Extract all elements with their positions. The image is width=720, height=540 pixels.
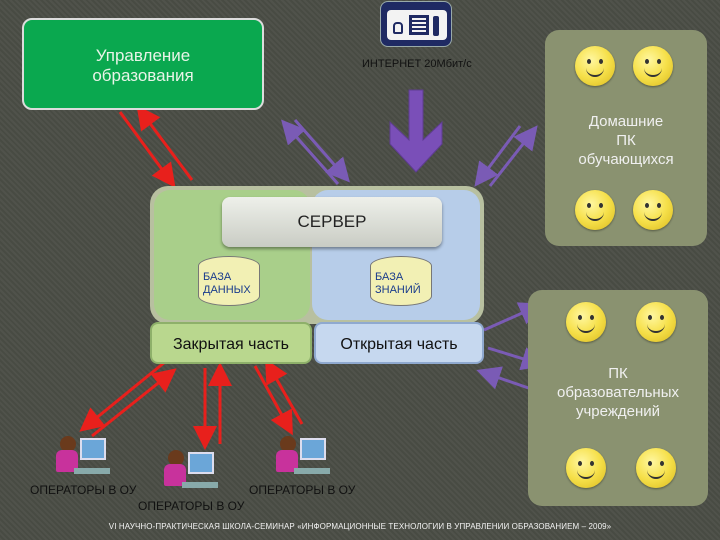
- operators-left-label: ОПЕРАТОРЫ В ОУ: [30, 483, 137, 497]
- database-line2: ДАННЫХ: [203, 284, 251, 296]
- footer-caption: VI НАУЧНО-ПРАКТИЧЕСКАЯ ШКОЛА-СЕМИНАР «ИН…: [108, 522, 612, 531]
- operators-right-label: ОПЕРАТОРЫ В ОУ: [249, 483, 356, 497]
- operator-icon: [52, 432, 112, 482]
- knowledge-base-line1: БАЗА: [375, 271, 404, 283]
- school-pc-panel: ПК образовательных учреждений: [528, 290, 708, 506]
- smiley-icon: [575, 190, 615, 230]
- smiley-icon: [566, 302, 606, 342]
- server-label: СЕРВЕР: [222, 197, 442, 247]
- smiley-icon: [575, 46, 615, 86]
- knowledge-base-line2: ЗНАНИЙ: [375, 284, 421, 296]
- internet-label: ИНТЕРНЕТ 20Мбит/с: [362, 58, 472, 70]
- education-management-box: Управление образования: [22, 18, 264, 110]
- school-pc-line2: образовательных: [557, 384, 679, 401]
- home-pc-line3: обучающихся: [578, 151, 674, 168]
- internet-icon: [380, 1, 452, 47]
- operator-icon: [272, 432, 332, 482]
- home-pc-line1: Домашние: [588, 113, 664, 130]
- smiley-icon: [636, 448, 676, 488]
- smiley-icon: [566, 448, 606, 488]
- open-part-box: Открытая часть: [314, 322, 484, 364]
- closed-part-box: Закрытая часть: [150, 322, 312, 364]
- management-line2: образования: [92, 66, 194, 85]
- smiley-icon: [636, 302, 676, 342]
- database-cylinder: БАЗА ДАННЫХ: [198, 256, 260, 306]
- smiley-icon: [633, 190, 673, 230]
- operators-center-label: ОПЕРАТОРЫ В ОУ: [138, 499, 245, 513]
- database-line1: БАЗА: [203, 271, 232, 283]
- knowledge-base-cylinder: БАЗА ЗНАНИЙ: [370, 256, 432, 306]
- home-pc-line2: ПК: [616, 132, 636, 149]
- management-line1: Управление: [95, 46, 191, 65]
- smiley-icon: [633, 46, 673, 86]
- home-pc-panel: Домашние ПК обучающихся: [545, 30, 707, 246]
- school-pc-line1: ПК: [608, 365, 628, 382]
- operator-icon: [160, 446, 220, 496]
- school-pc-line3: учреждений: [575, 403, 660, 420]
